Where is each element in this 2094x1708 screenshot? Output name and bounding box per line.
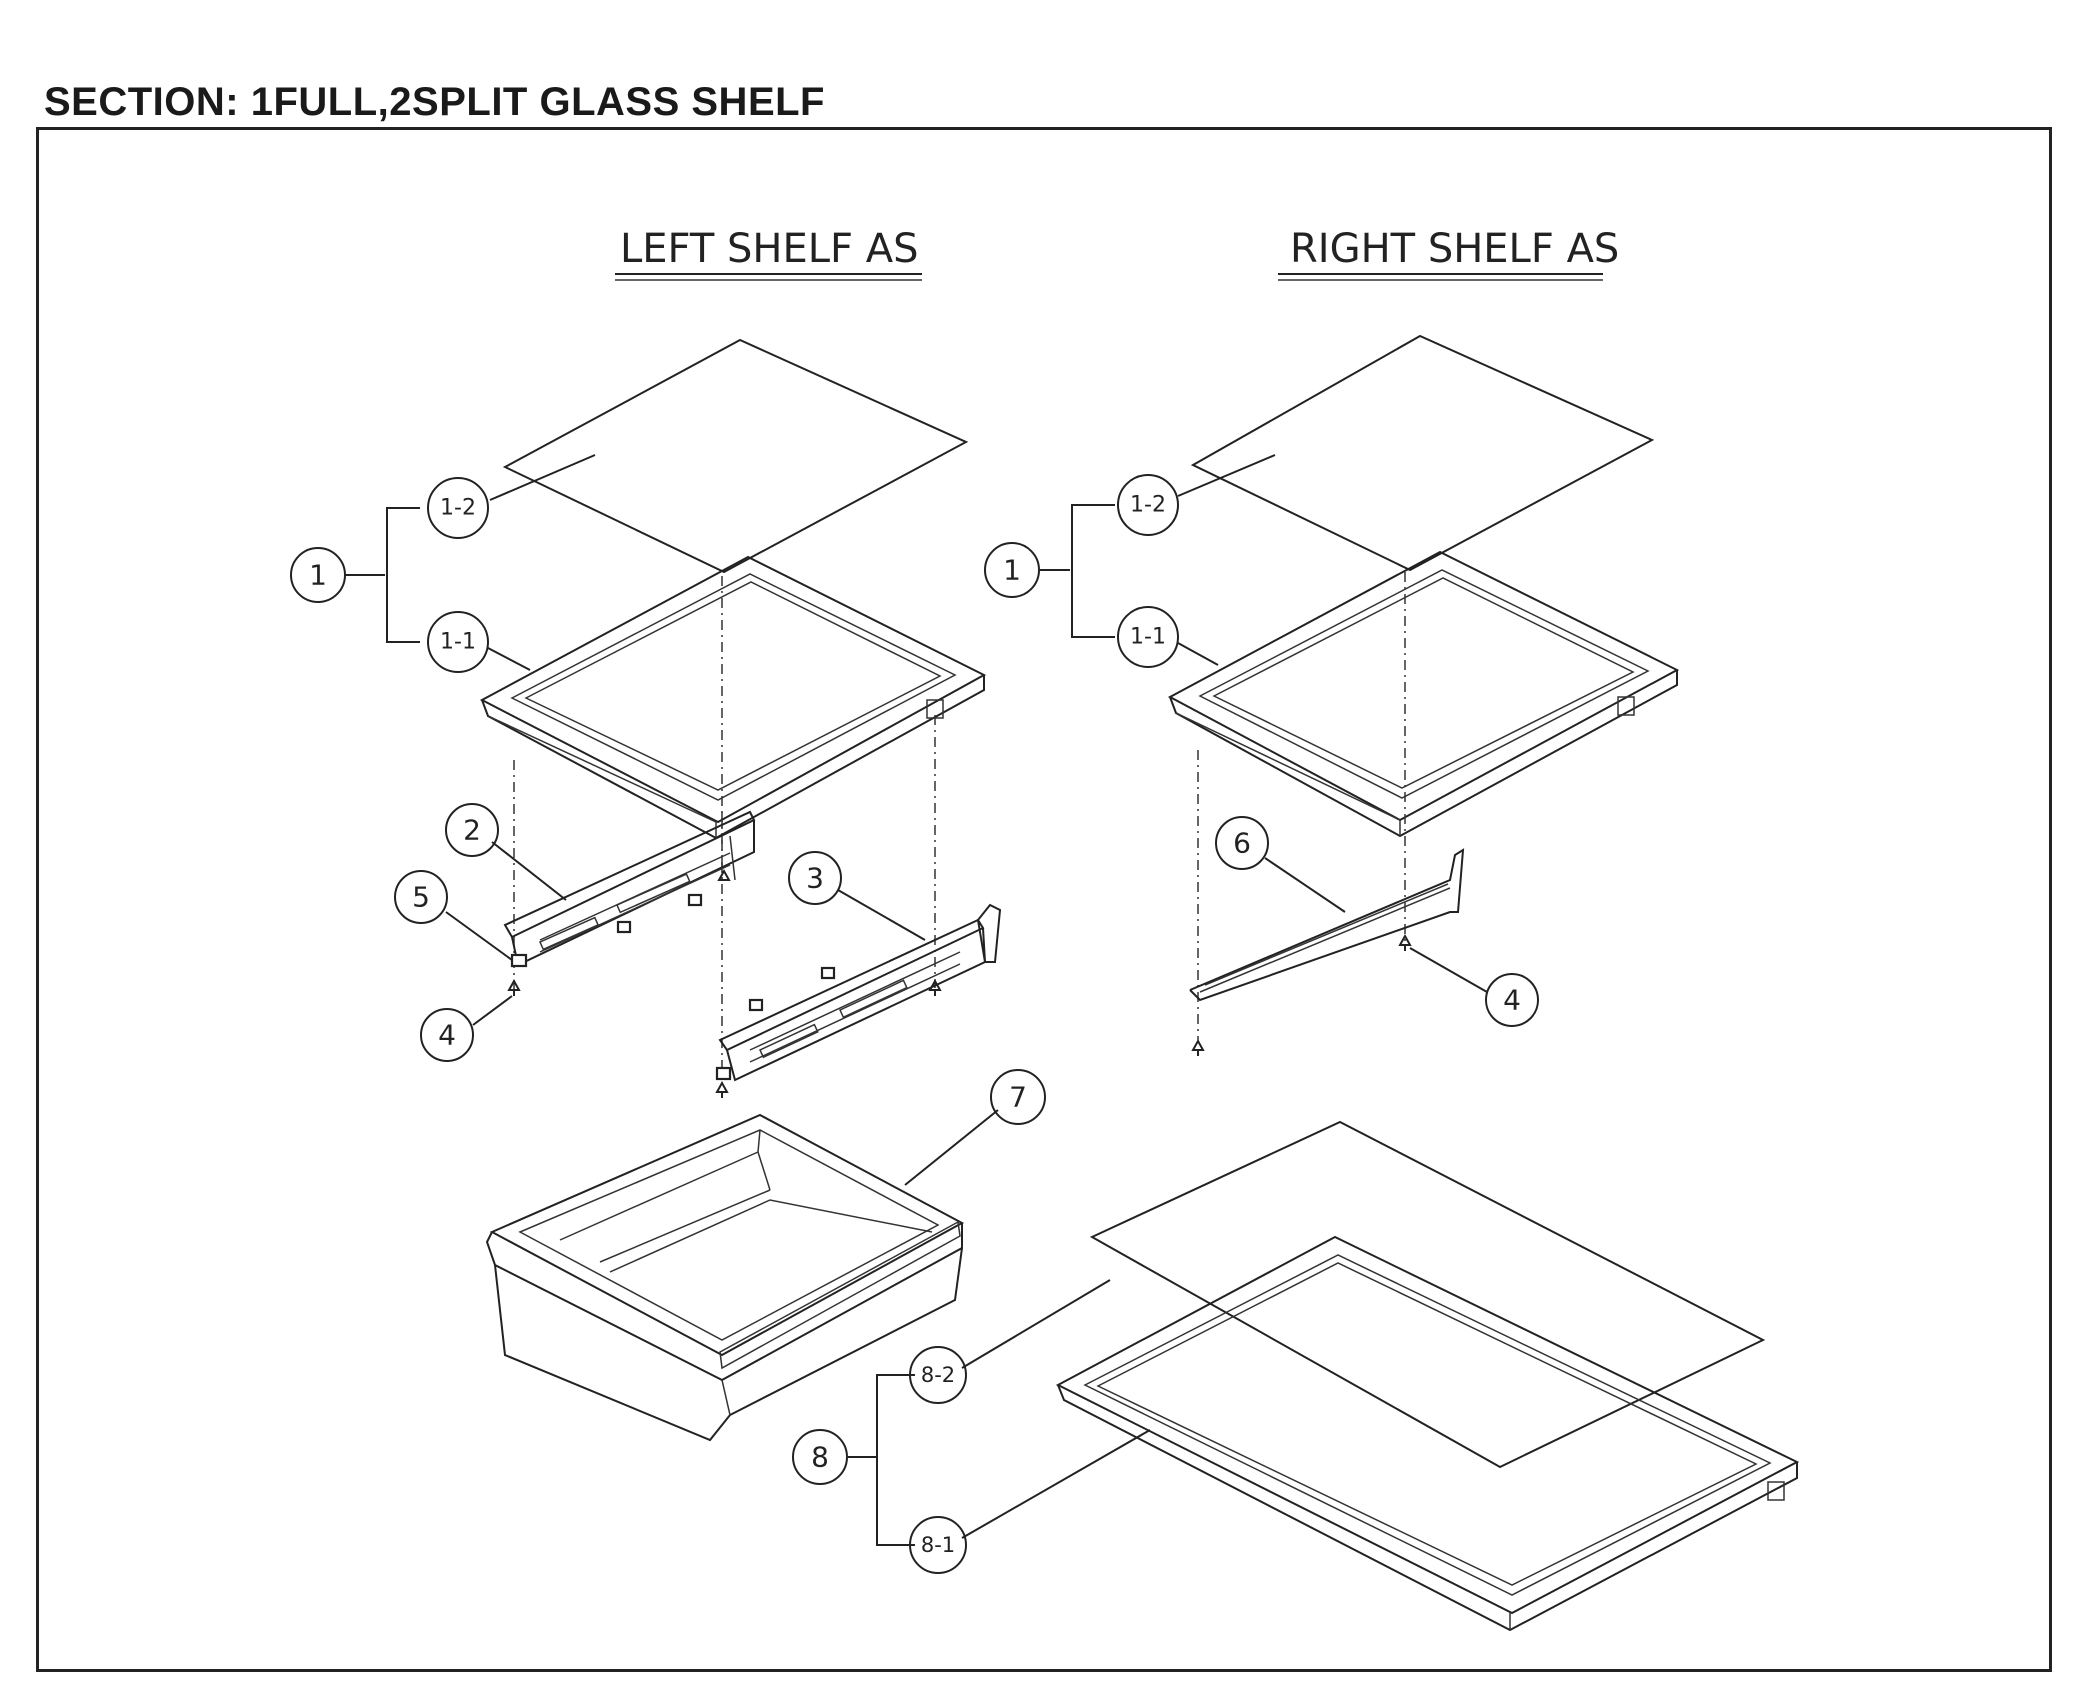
right-1-2-leader	[1177, 454, 1276, 497]
callout-right-6: 6	[1215, 816, 1269, 870]
callout-drawer-7: 7	[990, 1069, 1046, 1125]
callout-right-4: 4	[1485, 973, 1539, 1027]
svg-text:1-2: 1-2	[1130, 493, 1166, 518]
svg-text:5: 5	[412, 881, 430, 914]
left-1-bracket	[386, 507, 420, 643]
left-screws	[507, 868, 942, 1098]
drawer-7-leader	[904, 1109, 999, 1186]
right-shelf-frame	[1167, 550, 1680, 838]
left-rail-2	[503, 810, 756, 968]
left-shelf-frame	[479, 555, 987, 840]
right-screws	[1191, 933, 1412, 1056]
svg-text:4: 4	[1503, 984, 1521, 1017]
right-shelf-subtitle: RIGHT SHELF AS	[1290, 226, 1619, 272]
callout-left-2: 2	[445, 803, 499, 857]
svg-text:6: 6	[1233, 827, 1251, 860]
left-1-2-leader	[489, 454, 596, 501]
callout-left-1-2: 1-2	[427, 477, 489, 539]
svg-text:4: 4	[438, 1019, 456, 1052]
svg-text:1-1: 1-1	[1130, 625, 1166, 650]
right-6-leader	[1264, 857, 1346, 913]
left-2-leader	[491, 841, 567, 901]
svg-text:8-1: 8-1	[921, 1533, 955, 1557]
left-glass-panel	[502, 338, 969, 574]
callout-left-1: 1	[290, 547, 346, 603]
svg-text:7: 7	[1009, 1081, 1027, 1114]
svg-text:1: 1	[1003, 554, 1021, 587]
left-5-leader	[445, 911, 513, 961]
svg-text:3: 3	[806, 862, 824, 895]
full-8-bracket	[876, 1374, 915, 1546]
callout-right-1: 1	[984, 542, 1040, 598]
callout-right-1-2: 1-2	[1117, 474, 1179, 536]
drawing-frame	[36, 127, 2052, 1672]
left-3-leader	[837, 889, 926, 941]
full-8-1-leader	[961, 1429, 1151, 1539]
crisper-drawer	[485, 1113, 965, 1442]
svg-text:1: 1	[309, 559, 327, 592]
full-shelf-frame	[1055, 1235, 1800, 1632]
callout-left-5: 5	[394, 870, 448, 924]
full-glass-panel	[1089, 1120, 1766, 1469]
svg-text:8: 8	[811, 1441, 829, 1474]
right-glass-panel	[1190, 334, 1655, 572]
svg-text:1-2: 1-2	[440, 496, 476, 521]
callout-full-8-2: 8-2	[909, 1346, 967, 1404]
left-1-1-leader	[487, 647, 531, 671]
callout-right-1-1: 1-1	[1117, 606, 1179, 668]
right-rail-6	[1189, 848, 1465, 1002]
svg-text:8-2: 8-2	[921, 1363, 955, 1387]
callout-left-3: 3	[788, 851, 842, 905]
right-1-1-leader	[1177, 642, 1219, 666]
svg-text:2: 2	[463, 814, 481, 847]
svg-text:1-1: 1-1	[440, 630, 476, 655]
callout-full-8-1: 8-1	[909, 1516, 967, 1574]
callout-left-4: 4	[420, 1008, 474, 1062]
left-rail-3	[715, 903, 1002, 1082]
right-1-bracket	[1071, 504, 1115, 638]
left-shelf-subtitle: LEFT SHELF AS	[620, 226, 919, 272]
full-8-2-leader	[961, 1279, 1111, 1369]
right-4-leader	[1409, 947, 1488, 993]
left-4-leader	[472, 995, 513, 1026]
callout-full-8: 8	[792, 1429, 848, 1485]
section-title: SECTION: 1FULL,2SPLIT GLASS SHELF	[44, 80, 825, 124]
callout-left-1-1: 1-1	[427, 611, 489, 673]
